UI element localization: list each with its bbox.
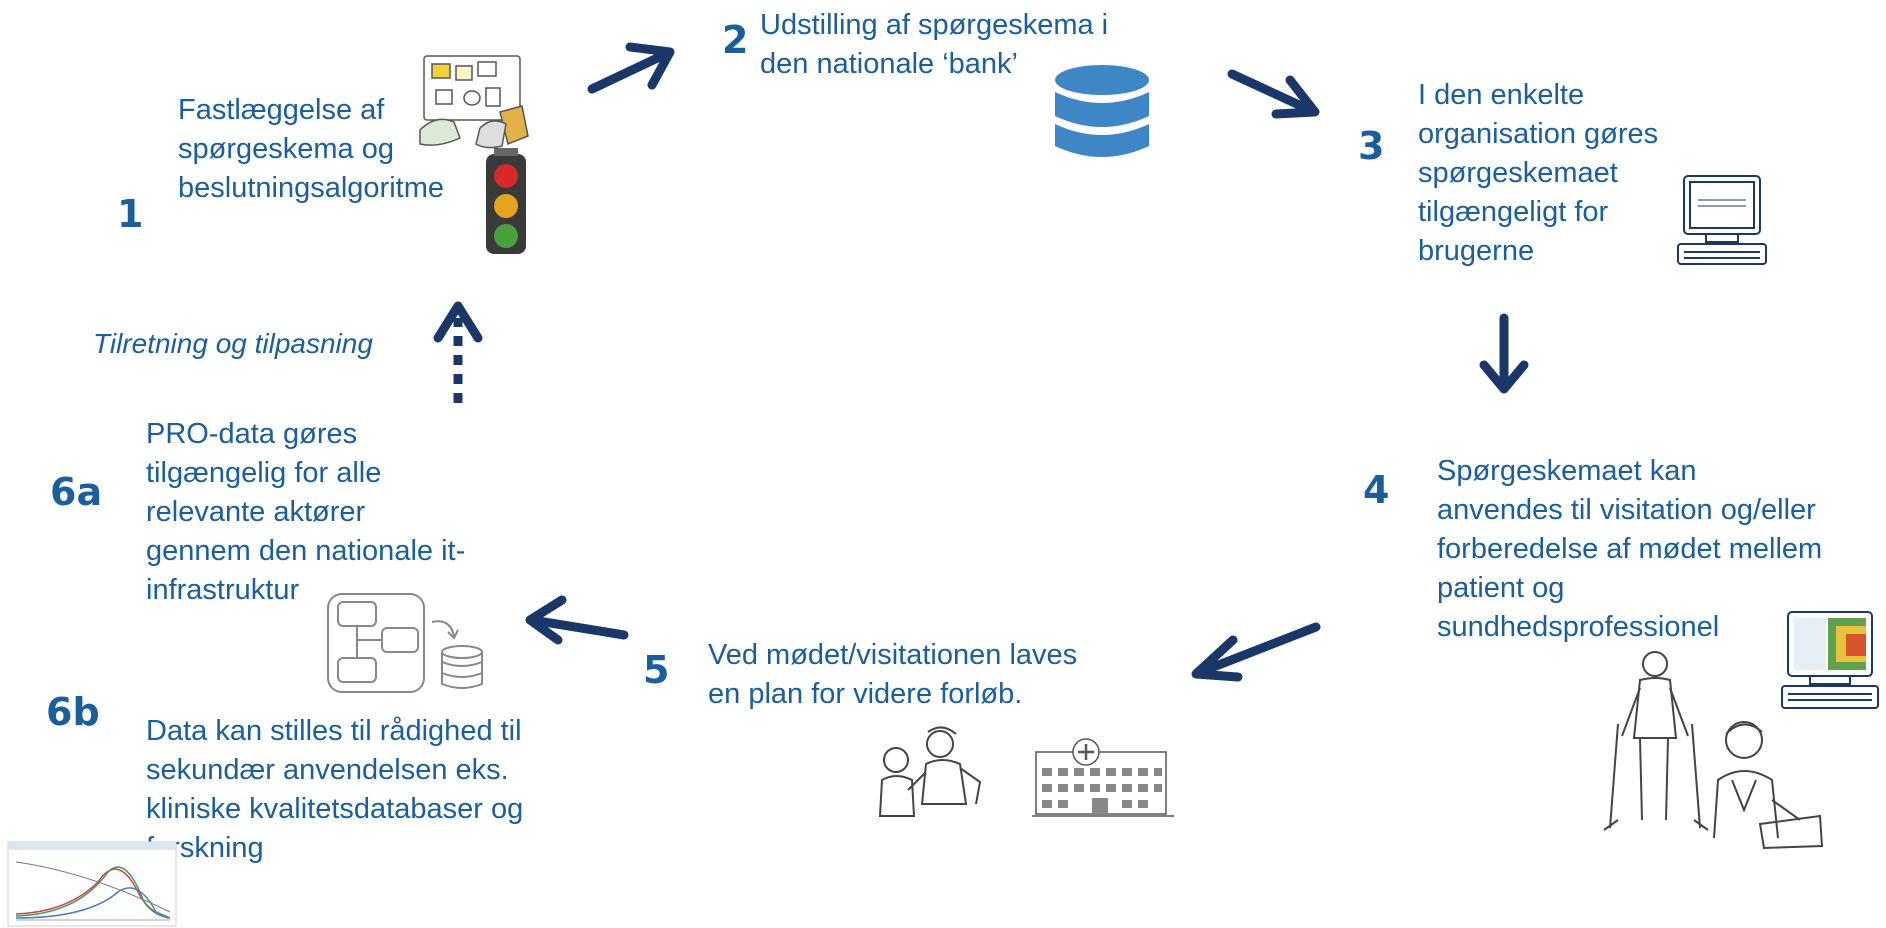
doctor-patient-icon — [878, 726, 982, 817]
step-6b-text: Data kan stilles til rådighed til sekund… — [146, 715, 524, 864]
step-1-text: Fastlæggelse af spørgeskema og beslutnin… — [178, 94, 444, 204]
step-6b-number: 6b — [46, 690, 100, 734]
arrow-5-to-6 — [525, 595, 629, 645]
arrow-1-to-2 — [587, 42, 675, 94]
feedback-label: Tilretning og tilpasning — [93, 328, 373, 359]
hospital-icon — [1032, 738, 1174, 817]
step-1-number: 1 — [117, 192, 144, 236]
step-2-text: Udstilling af spørgeskema i den national… — [760, 9, 1109, 80]
traffic-light-icon — [486, 148, 526, 254]
patient-crutches-icon — [1603, 651, 1709, 831]
arrow-3-to-4 — [1479, 313, 1529, 394]
step-6a-number: 6a — [50, 470, 103, 514]
line-chart-icon — [7, 841, 177, 927]
step-4-text: Spørgeskemaet kan anvendes til visitatio… — [1437, 455, 1823, 643]
doctor-writing-icon — [1713, 721, 1824, 850]
flowchart-database-icon — [327, 593, 483, 693]
feedback-arrow — [433, 301, 483, 403]
step-4-number: 4 — [1363, 468, 1390, 512]
step-3-text: I den enkelte organisation gøres spørges… — [1418, 79, 1659, 267]
step-6a-text: PRO-data gøres tilgængelig for alle rele… — [146, 418, 466, 606]
step-3-number: 3 — [1358, 124, 1385, 168]
computer-icon — [1677, 175, 1767, 265]
step-5-text: Ved mødet/visitationen laves en plan for… — [708, 639, 1078, 710]
sketch-hands-icon — [419, 55, 529, 149]
arrow-2-to-3 — [1227, 69, 1320, 119]
step-2-number: 2 — [722, 18, 749, 62]
computer-heatmap-icon — [1781, 611, 1879, 709]
arrow-4-to-5 — [1191, 622, 1321, 682]
step-5-number: 5 — [643, 648, 670, 692]
database-icon — [1055, 65, 1149, 157]
